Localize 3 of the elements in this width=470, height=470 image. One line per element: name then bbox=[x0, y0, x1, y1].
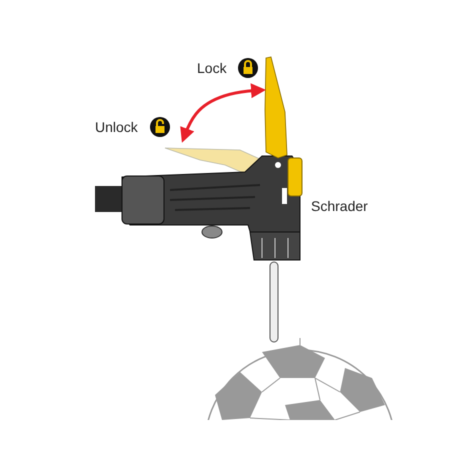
part-label: Unlock bbox=[95, 120, 138, 134]
part-label: Lock bbox=[197, 61, 227, 75]
part-label: Schrader bbox=[311, 199, 368, 213]
